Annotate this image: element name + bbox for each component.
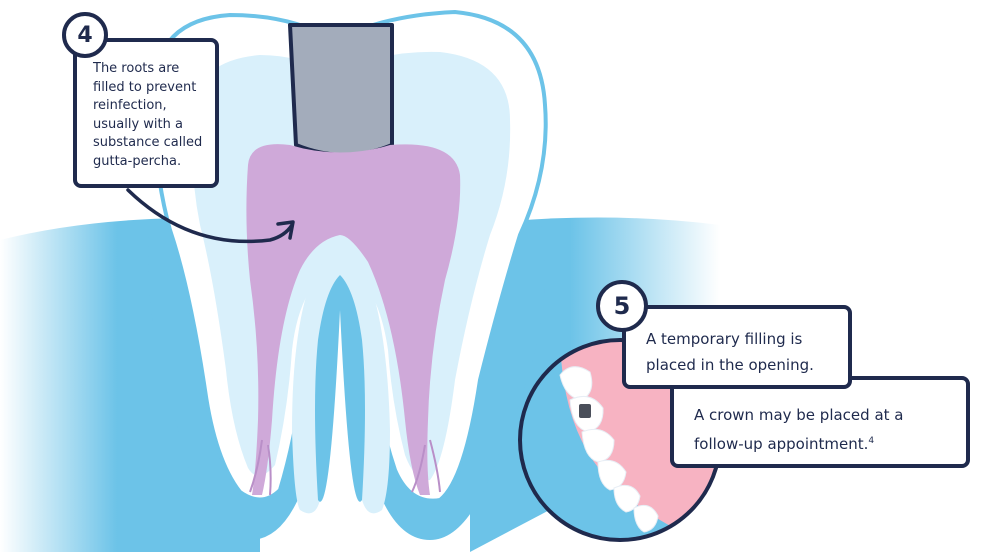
step-5-filling-text: A temporary filling is placed in the ope… bbox=[646, 330, 814, 374]
root-canal-lines bbox=[249, 439, 441, 496]
step-4-number: 4 bbox=[77, 22, 93, 48]
step-4-badge: 4 bbox=[62, 12, 108, 58]
step-5-filling-callout: A temporary filling is placed in the ope… bbox=[622, 305, 852, 389]
step-4-text: The roots are filled to prevent reinfect… bbox=[93, 61, 203, 169]
filled-pulp-chamber bbox=[246, 144, 461, 495]
step-5-number: 5 bbox=[613, 292, 631, 320]
step-5-crown-callout: A crown may be placed at a follow-up app… bbox=[670, 376, 970, 468]
tooth-icon bbox=[559, 366, 593, 401]
tooth-icon bbox=[633, 504, 659, 533]
callout-4-arrow bbox=[126, 188, 294, 244]
step-4-callout: The roots are filled to prevent reinfect… bbox=[73, 38, 219, 188]
inner-bone-core bbox=[315, 275, 365, 502]
step-5-crown-text: A crown may be placed at a follow-up app… bbox=[694, 406, 904, 453]
access-filling bbox=[288, 23, 394, 157]
arrow-head-icon bbox=[276, 220, 295, 240]
tooth-icon bbox=[597, 459, 627, 491]
step-5-badge: 5 bbox=[596, 280, 648, 332]
reference-superscript: 4 bbox=[868, 436, 875, 446]
tooth-icon bbox=[581, 428, 615, 463]
temporary-filling-icon bbox=[579, 404, 591, 418]
